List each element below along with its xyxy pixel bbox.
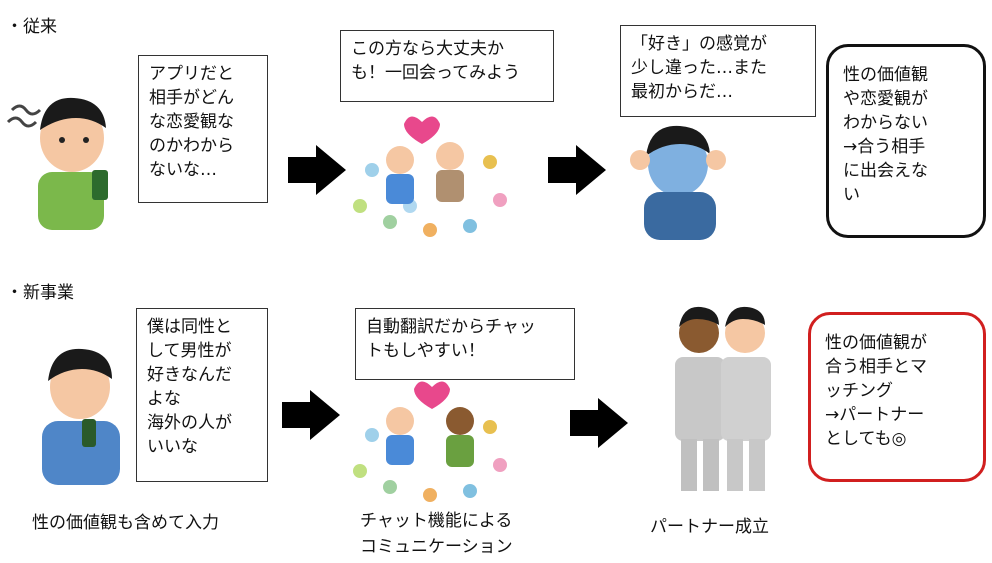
caption-partner: パートナー成立 bbox=[650, 517, 769, 537]
caption-input: 性の価値観も含めて入力 bbox=[32, 513, 219, 533]
confused-man-phone-illustration bbox=[6, 97, 108, 230]
speech-bubble-different-feeling: 「好き」の感覚が 少し違った…また 最初からだ… bbox=[620, 25, 816, 117]
section-label-conventional: ・従来 bbox=[6, 17, 57, 37]
summary-box-conventional: 性の価値観 や恋愛観が わからない →合う相手 に出会えな い bbox=[826, 44, 986, 238]
caption-chat: チャット機能による コミュニケーション bbox=[360, 511, 513, 557]
speech-bubble-app-uncertainty: アプリだと 相手がどん な恋愛観な のかわから ないな… bbox=[138, 55, 268, 203]
arrow-icon bbox=[548, 145, 606, 195]
distressed-man-illustration bbox=[630, 125, 726, 240]
summary-box-new-business: 性の価値観が 合う相手とマ ッチング →パートナー としても◎ bbox=[808, 312, 986, 482]
speech-bubble-meet-once: この方なら大丈夫か も！一回会ってみよう bbox=[340, 30, 554, 102]
section-label-new-business: ・新事業 bbox=[6, 283, 74, 303]
arrow-icon bbox=[570, 398, 628, 448]
arrow-icon bbox=[282, 390, 340, 440]
couple-in-suits-illustration bbox=[675, 306, 771, 491]
matching-network-illustration bbox=[353, 381, 507, 502]
speech-bubble-auto-translate: 自動翻訳だからチャッ トもしやすい！ bbox=[355, 308, 575, 380]
arrow-icon bbox=[288, 145, 346, 195]
speech-bubble-preference: 僕は同性と して男性が 好きなんだ よな 海外の人が いいな bbox=[136, 308, 268, 482]
man-on-phone-illustration bbox=[42, 348, 120, 485]
matching-network-illustration bbox=[353, 116, 507, 237]
